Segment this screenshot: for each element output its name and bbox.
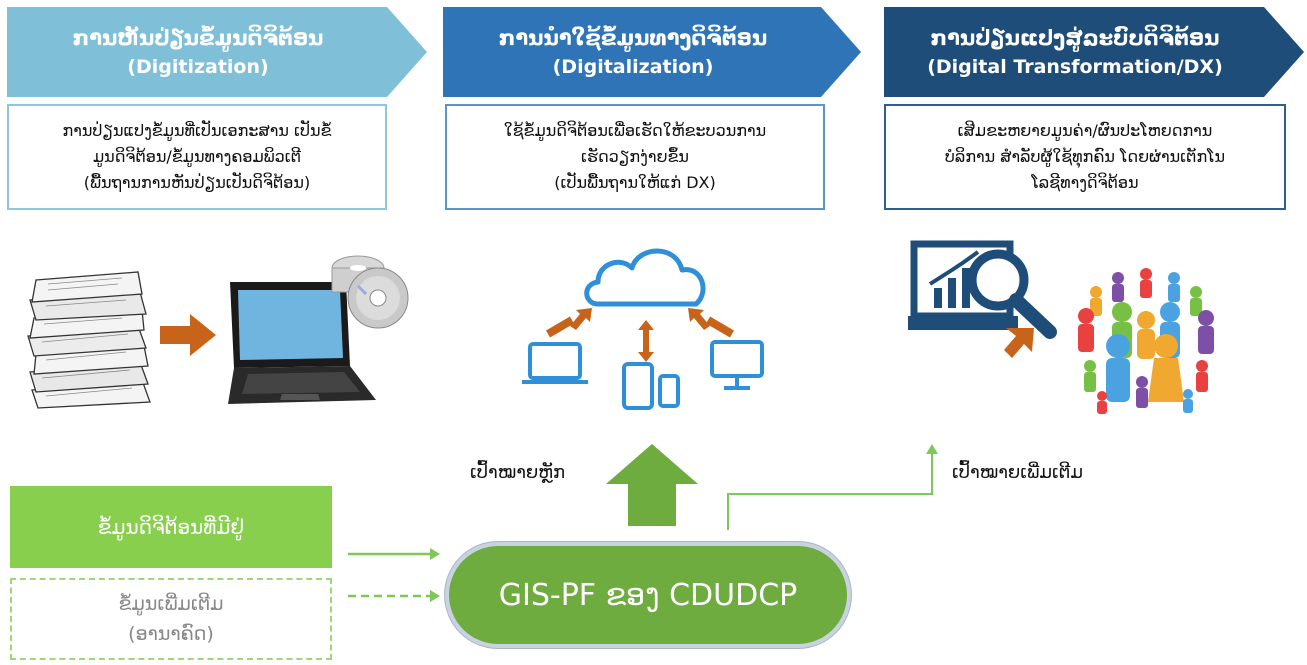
header-digital-transformation: ການປ່ຽນແປງສູ່ລະບົບດິຈິຕ້ອນ (Digital Tran… <box>884 7 1304 97</box>
existing-data-label: ຂໍ້ມູນດິຈິຕ້ອນທີ່ມີຢູ່ <box>97 515 245 539</box>
data-input-arrows <box>348 548 440 602</box>
main-target-label: ເປົ້າໝາຍຫຼັກ <box>470 462 566 483</box>
description-line: ເຮັດວຽກງ່າຍຂຶ້ນ <box>581 147 689 166</box>
laptop-icon <box>228 282 376 404</box>
main-target-arrow <box>606 444 698 526</box>
header-subtitle: (Digital Transformation/DX) <box>927 56 1223 78</box>
description-line: ໃຊ້ຂໍ້ມູນດິຈິຕ້ອນເພື່ອເຮັດໃຫ້ຂະບວນການ <box>503 121 767 140</box>
description-line: (ເປັນພື້ນຖານໃຫ້ແກ່ DX) <box>554 173 716 192</box>
description-digitalization: ໃຊ້ຂໍ້ມູນດິຈິຕ້ອນເພື່ອເຮັດໃຫ້ຂະບວນການ ເຮ… <box>445 104 825 210</box>
gis-platform: GIS-PF ຂອງ CDUDCP <box>445 542 851 648</box>
header-digitalization: ການນຳໃຊ້ຂໍ້ມູນທາງດິຈິຕ້ອນ (Digitalizatio… <box>443 7 861 97</box>
header-subtitle: (Digitalization) <box>552 56 714 78</box>
description-line: ບໍລິການ ສຳລັບຜູ້ໃຊ້ທຸກຄົນ ໂດຍຜ່ານເຕັກໂນ <box>944 147 1226 166</box>
gis-platform-label: GIS-PF ຂອງ CDUDCP <box>498 577 798 613</box>
header-subtitle: (Digitization) <box>127 56 269 78</box>
description-line: (ພື້ນຖານການຫັນປ່ຽນເປັນດິຈິຕ້ອນ) <box>83 173 311 192</box>
analytics-magnifier-icon <box>908 240 1057 358</box>
description-line: ມູນດິຈິຕ້ອນ/ຂໍ້ມູນທາງຄອມພິວເຕີ <box>92 147 302 166</box>
additional-data-label: ຂໍ້ມູນເພີ່ມເຕີມ <box>118 593 224 615</box>
existing-data-box: ຂໍ້ມູນດິຈິຕ້ອນທີ່ມີຢູ່ <box>10 486 332 568</box>
additional-target-connector <box>727 444 938 530</box>
people-group-icon <box>1078 268 1214 414</box>
header-digitization: ການຫັນປ່ຽນຂໍ້ມູນດິຈິຕ້ອນ (Digitization) <box>7 7 427 97</box>
description-line: ເສີມຂະຫຍາຍມູນຄ່າ/ຜົນປະໂຫຍດການ <box>957 121 1213 140</box>
description-line: ໂລຊີທາງດິຈິຕ້ອນ <box>1031 173 1139 192</box>
header-title: ການນຳໃຊ້ຂໍ້ມູນທາງດິຈິຕ້ອນ <box>498 26 768 50</box>
paper-stack-icon <box>27 271 151 409</box>
additional-data-future: (ອານາຄົດ) <box>128 623 214 645</box>
description-dx: ເສີມຂະຫຍາຍມູນຄ່າ/ຜົນປະໂຫຍດການ ບໍລິການ ສຳ… <box>884 104 1286 210</box>
header-title: ການຫັນປ່ຽນຂໍ້ມູນດິຈິຕ້ອນ <box>72 26 324 50</box>
description-line: ການປ່ຽນແປງຂໍ້ມູນທີ່ເປັນເອກະສານ ເປັນຂໍ້ <box>62 121 332 140</box>
additional-data-box: ຂໍ້ມູນເພີ່ມເຕີມ (ອານາຄົດ) <box>10 578 332 660</box>
cloud-network-icon <box>522 248 764 410</box>
description-digitization: ການປ່ຽນແປງຂໍ້ມູນທີ່ເປັນເອກະສານ ເປັນຂໍ້ ມ… <box>7 104 387 210</box>
arrow-right-icon <box>160 314 216 356</box>
additional-target-label: ເປົ້າໝາຍເພີ່ມເຕີມ <box>952 462 1083 483</box>
cd-discs-icon <box>331 255 409 329</box>
header-title: ການປ່ຽນແປງສູ່ລະບົບດິຈິຕ້ອນ <box>930 26 1220 50</box>
